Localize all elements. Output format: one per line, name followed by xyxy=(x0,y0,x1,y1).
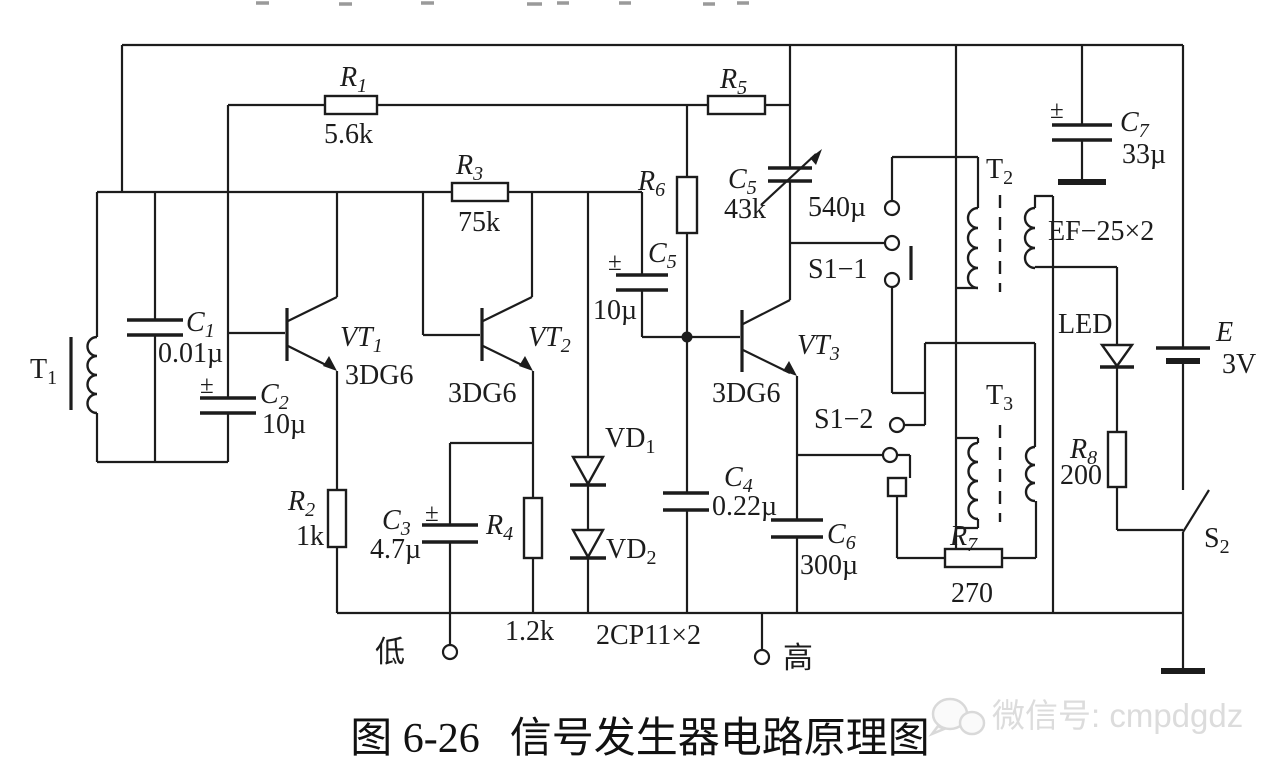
top-edge-artifact xyxy=(256,1,749,6)
svg-text:C4: C4 xyxy=(724,462,753,497)
svg-text:540µ: 540µ xyxy=(808,192,866,223)
resistor-r2: R2 1k xyxy=(287,486,348,552)
svg-text:33µ: 33µ xyxy=(1122,139,1166,170)
switch-s1-1: S1−1 xyxy=(808,199,913,289)
svg-text:R8: R8 xyxy=(1069,434,1097,469)
wires xyxy=(95,43,1185,670)
transformer-type-label: EF−25×2 xyxy=(1048,216,1154,247)
svg-text:0.22µ: 0.22µ xyxy=(712,491,777,522)
svg-text:3DG6: 3DG6 xyxy=(345,360,413,391)
capacitor-c3: ± C3 4.7µ xyxy=(370,500,478,565)
svg-text:R4: R4 xyxy=(485,510,513,545)
svg-text:VD2: VD2 xyxy=(606,534,656,569)
junction-dot xyxy=(681,331,693,343)
resistor-r1: R1 5.6k xyxy=(323,62,379,150)
watermark: 微信号: cmpdgdz xyxy=(928,697,1243,737)
resistor-r3: R3 75k xyxy=(450,150,510,238)
svg-text:±: ± xyxy=(425,500,439,527)
wechat-icon xyxy=(928,697,986,737)
svg-text:VT1: VT1 xyxy=(340,322,383,357)
svg-text:1.2k: 1.2k xyxy=(505,616,554,647)
svg-text:C1: C1 xyxy=(186,307,215,342)
resistor-r8: R8 200 xyxy=(1060,430,1128,491)
svg-text:VT3: VT3 xyxy=(797,330,840,365)
svg-text:3DG6: 3DG6 xyxy=(448,378,516,409)
terminal-high: 高 xyxy=(753,642,813,675)
svg-text:C5: C5 xyxy=(648,238,677,273)
resistor-r4: R4 1.2k xyxy=(485,496,554,647)
svg-text:T3: T3 xyxy=(986,380,1013,415)
battery-e: E 3V xyxy=(1156,317,1256,380)
svg-text:R3: R3 xyxy=(455,150,483,185)
svg-text:S1−2: S1−2 xyxy=(814,404,873,435)
svg-text:75k: 75k xyxy=(458,207,500,238)
svg-text:3V: 3V xyxy=(1222,349,1256,380)
svg-text:270: 270 xyxy=(951,578,993,609)
resistor-r5: R5 xyxy=(706,64,767,116)
svg-text:T1: T1 xyxy=(30,354,57,389)
svg-text:3DG6: 3DG6 xyxy=(712,378,780,409)
svg-text:±: ± xyxy=(608,249,622,276)
svg-text:C2: C2 xyxy=(260,379,289,414)
svg-text:VD1: VD1 xyxy=(605,423,655,458)
svg-text:300µ: 300µ xyxy=(800,550,858,581)
svg-text:R6: R6 xyxy=(637,166,665,201)
svg-text:S1−1: S1−1 xyxy=(808,254,867,285)
resistor-r7: R7 270 xyxy=(943,521,1004,609)
capacitor-c2: ± C2 10µ xyxy=(200,372,306,440)
diode-type-label: 2CP11×2 xyxy=(596,620,701,651)
svg-text:10µ: 10µ xyxy=(262,409,306,440)
capacitor-c4: C4 0.22µ xyxy=(663,462,777,522)
switch-s2: S2 xyxy=(1182,489,1230,558)
svg-text:43k: 43k xyxy=(724,194,766,225)
capacitor-c5-variable: C5 43k 540µ xyxy=(724,149,866,225)
led: LED xyxy=(1058,309,1135,369)
svg-text:T2: T2 xyxy=(986,154,1013,189)
svg-text:R7: R7 xyxy=(949,521,978,556)
capacitor-c1: C1 0.01µ xyxy=(127,307,223,369)
svg-text:4.7µ: 4.7µ xyxy=(370,534,421,565)
svg-text:S2: S2 xyxy=(1204,523,1230,558)
svg-text:R5: R5 xyxy=(719,64,747,99)
capacitor-c5-electrolytic: ± C5 10µ xyxy=(593,238,677,326)
svg-text:C3: C3 xyxy=(382,505,411,540)
transistor-vt2: VT2 3DG6 xyxy=(448,308,571,409)
transformer-t2: T2 xyxy=(966,154,1036,292)
svg-text:VT2: VT2 xyxy=(528,322,571,357)
switch-s1-2: S1−2 xyxy=(814,404,908,498)
transistor-vt3: VT3 3DG6 xyxy=(712,310,840,409)
svg-text:±: ± xyxy=(200,372,214,399)
svg-text:10µ: 10µ xyxy=(593,295,637,326)
watermark-text: 微信号: cmpdgdz xyxy=(992,697,1243,734)
svg-text:5.6k: 5.6k xyxy=(324,119,373,150)
transformer-t3: T3 xyxy=(967,380,1036,522)
transformer-t1: T1 xyxy=(30,335,98,415)
svg-text:C6: C6 xyxy=(827,519,856,554)
capacitor-c7: ± C7 33µ xyxy=(1050,97,1166,185)
svg-text:高: 高 xyxy=(783,642,813,675)
transistor-vt1: VT1 3DG6 xyxy=(285,308,413,391)
svg-text:C5: C5 xyxy=(728,164,757,199)
diode-vd1: VD1 xyxy=(570,423,655,487)
resistor-r6: R6 xyxy=(637,166,699,235)
svg-text:R2: R2 xyxy=(287,486,315,521)
svg-text:C7: C7 xyxy=(1120,107,1150,142)
svg-text:1k: 1k xyxy=(296,521,324,552)
svg-text:R1: R1 xyxy=(339,62,367,97)
svg-text:0.01µ: 0.01µ xyxy=(158,338,223,369)
svg-text:E: E xyxy=(1215,317,1233,348)
svg-text:低: 低 xyxy=(375,636,405,669)
capacitor-c6: C6 300µ xyxy=(771,518,858,581)
terminal-low: 低 xyxy=(375,636,459,669)
svg-text:LED: LED xyxy=(1058,309,1112,340)
svg-text:±: ± xyxy=(1050,97,1064,124)
svg-text:200: 200 xyxy=(1060,460,1102,491)
diode-vd2: VD2 xyxy=(570,528,656,569)
